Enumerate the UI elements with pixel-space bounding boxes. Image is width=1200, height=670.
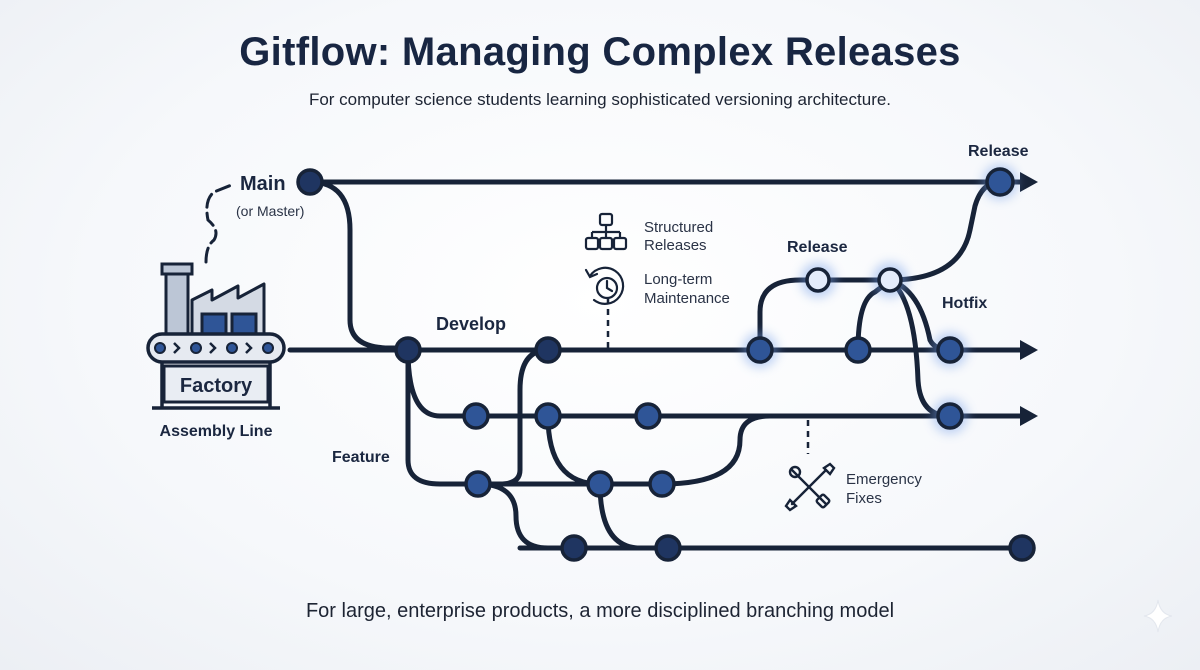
main-arrowhead xyxy=(1020,172,1038,192)
develop-to-feature1 xyxy=(405,347,479,419)
maintenance-line1: Long-term xyxy=(644,271,712,288)
feature2-to-bottom xyxy=(475,481,551,551)
maintenance-line2: Maintenance xyxy=(644,290,730,307)
release-label-top: Release xyxy=(968,143,1029,160)
page-subtitle: For computer science students learning s… xyxy=(308,90,892,109)
factory-label: Factory xyxy=(180,375,253,397)
sparkle-icon xyxy=(1143,599,1173,633)
develop-node-3 xyxy=(746,336,774,364)
structured-line1: Structured xyxy=(644,219,713,236)
develop2-to-feature xyxy=(497,347,551,487)
main-sublabel: (or Master) xyxy=(236,203,304,219)
feature-node-3 xyxy=(634,402,662,430)
emergency-line2: Fixes xyxy=(846,490,882,507)
hotfix-node-2 xyxy=(936,402,964,430)
feature-node-6 xyxy=(648,470,676,498)
feature-node-5 xyxy=(586,470,614,498)
feature-node-8 xyxy=(654,534,682,562)
hierarchy-icon xyxy=(584,212,628,251)
tools-icon xyxy=(784,462,836,512)
develop-node-1 xyxy=(394,336,422,364)
page-title: Gitflow: Managing Complex Releases xyxy=(239,30,961,74)
hotfix-arrowhead xyxy=(1020,406,1038,426)
clock-history-icon xyxy=(584,266,625,305)
main-to-develop-line xyxy=(307,179,413,351)
release-branch-line xyxy=(757,179,1003,353)
feature-node-4 xyxy=(464,470,492,498)
develop-node-2 xyxy=(534,336,562,364)
main-connector xyxy=(204,182,236,264)
feature-label: Feature xyxy=(332,449,390,466)
factory-icon xyxy=(146,262,286,410)
main-commit-node xyxy=(296,168,324,196)
release-node-1 xyxy=(805,267,831,293)
feature-node-1 xyxy=(462,402,490,430)
feature-to-develop-merge xyxy=(659,413,773,487)
factory-caption: Assembly Line xyxy=(160,423,273,440)
feature-end-node xyxy=(1008,534,1036,562)
hotfix-down-line xyxy=(887,277,953,419)
main-label: Main xyxy=(240,173,286,195)
feature-node-2 xyxy=(534,402,562,430)
develop-to-feature2 xyxy=(405,347,603,487)
feature-node-7 xyxy=(560,534,588,562)
structured-line2: Releases xyxy=(644,237,707,254)
release-node-2 xyxy=(877,267,903,293)
develop-arrowhead xyxy=(1020,340,1038,360)
footer-caption: For large, enterprise products, a more d… xyxy=(305,600,895,622)
release-commit-node xyxy=(985,167,1015,197)
hotfix-label: Hotfix xyxy=(942,295,987,312)
develop-node-4 xyxy=(844,336,872,364)
emergency-line1: Emergency xyxy=(846,471,922,488)
release-label-mid: Release xyxy=(787,239,848,256)
hotfix-node-1 xyxy=(936,336,964,364)
develop-label: Develop xyxy=(436,314,506,334)
